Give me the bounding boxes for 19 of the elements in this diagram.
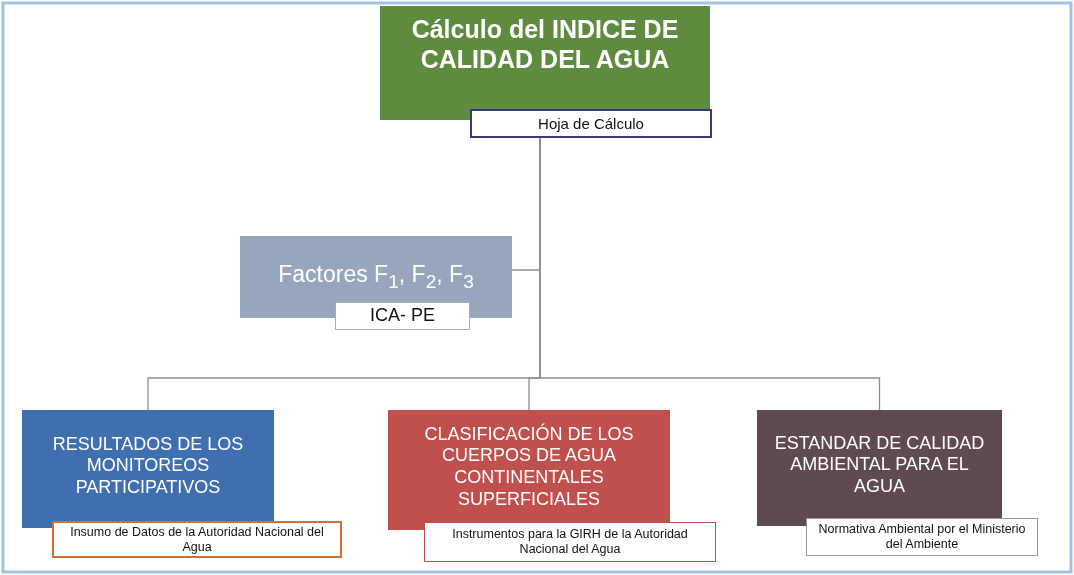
note-box (52, 521, 342, 558)
box-label: Factores F$_{1}$, F$_{2}$, F$_{3}$ (278, 261, 474, 293)
category-box (22, 410, 274, 528)
title-box (380, 6, 710, 120)
note-box (806, 518, 1038, 556)
note-box (335, 302, 470, 330)
box-label: CLASIFICACIÓN DE LOS CUERPOS DE AGUA CONTINENTALES SUPERFICIALES (423, 423, 635, 511)
box-label: Cálculo del INDICE DE CALIDAD DEL AGUA (410, 14, 680, 74)
category-box (388, 410, 670, 530)
box-label: Instrumentos para la GIRH de la Autoridad Nacional del Agua (451, 527, 689, 557)
note-box (424, 522, 716, 562)
box-label: Insumo de Datos de la Autoridad Nacional del Agua (69, 524, 325, 555)
category-box (757, 410, 1002, 526)
box-label: Normativa Ambiental por el Ministerio del Ambiente (817, 522, 1027, 552)
box-label: RESULTADOS DE LOS MONITOREOS PARTICIPATIVOS (51, 433, 245, 499)
box-label: ICA- PE (370, 305, 435, 327)
box-label: Hoja de Cálculo (538, 114, 644, 133)
note-box (470, 109, 712, 138)
box-label: ESTANDAR DE CALIDAD AMBIENTAL PARA EL AGUA (773, 432, 986, 498)
